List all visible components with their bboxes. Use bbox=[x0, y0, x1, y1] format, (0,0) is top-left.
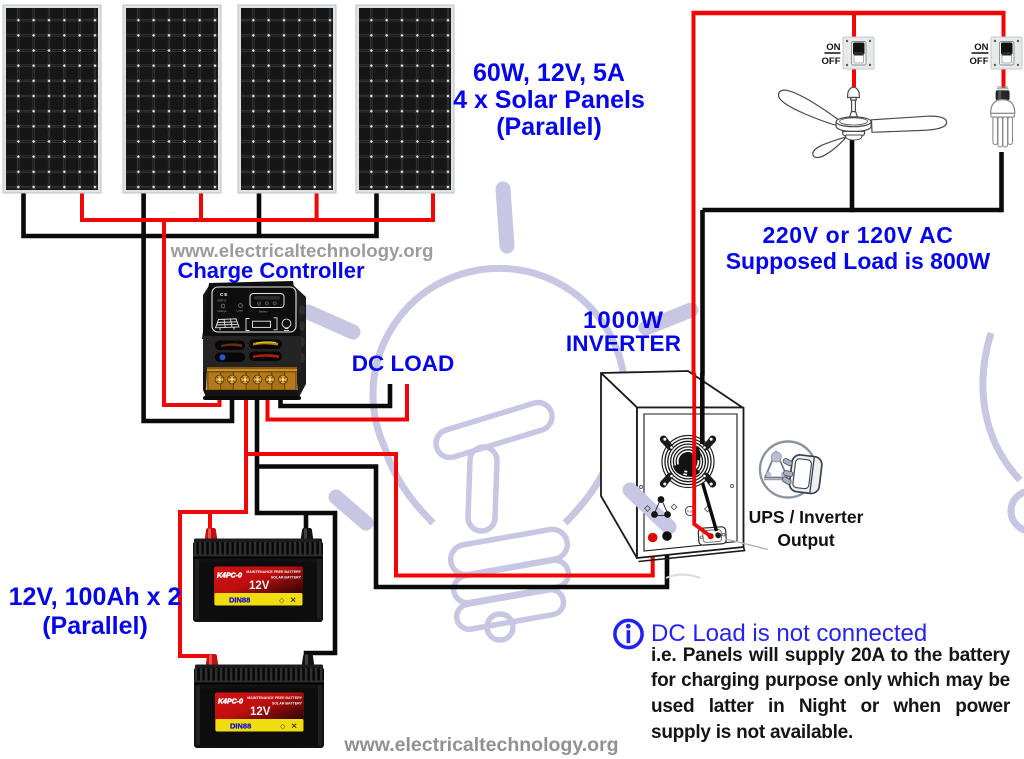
svg-text:OFF: OFF bbox=[970, 56, 989, 67]
svg-text:Charge: Charge bbox=[218, 309, 227, 313]
svg-text:Load: Load bbox=[237, 309, 243, 313]
svg-text:ON: ON bbox=[826, 42, 840, 53]
svg-text:CMP12: CMP12 bbox=[217, 299, 227, 303]
svg-text:Battery: Battery bbox=[259, 310, 268, 314]
svg-text:OFF: OFF bbox=[822, 56, 841, 67]
svg-text:ON: ON bbox=[974, 42, 988, 53]
svg-text:CE: CE bbox=[220, 292, 228, 297]
svg-text:FUSE: FUSE bbox=[687, 510, 695, 514]
